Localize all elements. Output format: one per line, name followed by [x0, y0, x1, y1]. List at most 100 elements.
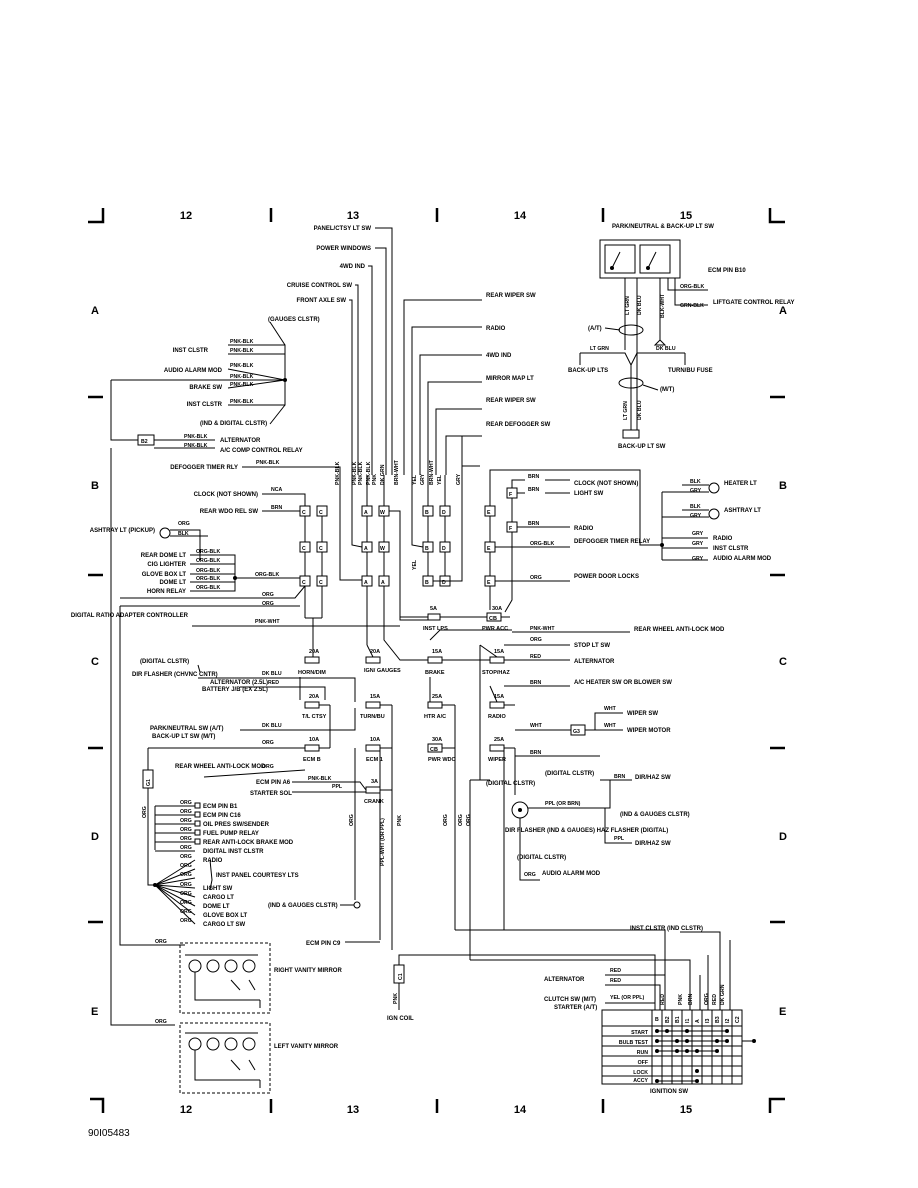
svg-text:RED: RED: [610, 968, 621, 974]
svg-text:C: C: [319, 546, 323, 552]
lamp-icon: [224, 959, 238, 973]
svg-text:GRY: GRY: [456, 473, 462, 485]
audio-alarm-mod-label: AUDIO ALARM MOD: [713, 556, 772, 562]
svg-text:ORG: ORG: [262, 601, 274, 607]
wire-pnk-blk: PNK-BLK: [230, 399, 254, 405]
svg-text:W: W: [380, 546, 385, 552]
svg-text:10A: 10A: [370, 737, 380, 743]
panel-ctsy-lt-sw-label: PANEL/CTSY LT SW: [314, 226, 372, 232]
svg-text:D: D: [442, 546, 446, 552]
rear-defogger-sw-label: REAR DEFOGGER SW: [486, 422, 551, 428]
ign-coil-label: IGN COIL: [387, 1016, 414, 1022]
digital-ratio-adapter-label: DIGITAL RATIO ADAPTER CONTROLLER: [71, 613, 189, 619]
svg-text:ORG-BLK: ORG-BLK: [680, 284, 704, 290]
rear-wdo-rel-sw-label: REAR WDO REL SW: [200, 509, 259, 515]
rear-abs-mod-label: REAR ANTI-LOCK BRAKE MOD: [203, 840, 294, 846]
svg-text:BRN: BRN: [528, 487, 539, 493]
svg-text:PNK-WHT: PNK-WHT: [530, 626, 555, 632]
ac-heater-sw-label: A/C HEATER SW OR BLOWER SW: [574, 680, 672, 686]
svg-text:G1: G1: [146, 779, 152, 786]
backup-light-section: PARK/NEUTRAL & BACK-UP LT SW LT GRN DK B…: [568, 224, 795, 450]
park-neutral-backup-label: PARK/NEUTRAL & BACK-UP LT SW: [612, 224, 714, 230]
svg-text:GRN-BLK: GRN-BLK: [680, 303, 704, 309]
svg-text:BRN-WHT: BRN-WHT: [394, 459, 400, 485]
svg-text:DK BLU: DK BLU: [656, 346, 676, 352]
wire-pnk-blk: PNK-BLK: [230, 363, 254, 369]
fuse-crank: 3A CRANK: [364, 779, 384, 805]
center-connector-group: PNK-BLK PNK-BLK PNK-BLK PNK-BLK PNK DK G…: [335, 299, 662, 645]
svg-text:IGN/ GAUGES: IGN/ GAUGES: [364, 668, 401, 674]
svg-text:DK BLU: DK BLU: [637, 295, 643, 315]
svg-text:C: C: [319, 510, 323, 516]
svg-text:25A: 25A: [494, 737, 504, 743]
svg-text:G3: G3: [573, 729, 580, 735]
fuel-pump-relay-label: FUEL PUMP RELAY: [203, 831, 259, 837]
wire-nca: NCA: [271, 487, 282, 493]
clock-not-shown-label: CLOCK (NOT SHOWN): [574, 481, 638, 487]
svg-text:ORG: ORG: [180, 872, 192, 878]
glove-box-lt-label: GLOVE BOX LT: [142, 572, 187, 578]
left-connector-group: CLOCK (NOT SHOWN) NCA REAR WDO REL SW BR…: [90, 487, 328, 640]
svg-text:C: C: [319, 580, 323, 586]
fuse-pwr-acc: 30A CB PWR ACC: [482, 606, 508, 632]
svg-text:A: A: [695, 1019, 701, 1023]
svg-text:WHT: WHT: [604, 706, 617, 712]
wire-pnk-blk: PNK-BLK: [230, 374, 254, 380]
svg-text:B: B: [425, 580, 429, 586]
svg-text:ORG: ORG: [180, 900, 192, 906]
svg-text:CB: CB: [430, 747, 438, 753]
svg-text:ORG: ORG: [155, 939, 167, 945]
svg-text:RADIO: RADIO: [488, 714, 506, 720]
rear-wheel-abs-label: REAR WHEEL ANTI-LOCK MOD: [634, 627, 725, 633]
liftgate-relay-label: LIFTGATE CONTROL RELAY: [713, 300, 795, 306]
digital-clstr-label: (DIGITAL CLSTR): [545, 771, 594, 777]
svg-text:ORG: ORG: [466, 814, 472, 826]
svg-text:ORG: ORG: [443, 814, 449, 826]
svg-text:B2: B2: [665, 1016, 671, 1023]
backup-lt-sw-mt-label: BACK-UP LT SW (M/T): [152, 734, 215, 740]
svg-text:I3: I3: [705, 1019, 711, 1023]
svg-text:20A: 20A: [309, 694, 319, 700]
power-windows-label: POWER WINDOWS: [316, 246, 371, 252]
clutch-sw-label: CLUTCH SW (M/T): [544, 997, 596, 1003]
ign-pos-run: RUN: [637, 1050, 648, 1056]
svg-text:C2: C2: [735, 1016, 741, 1023]
mt-label: (M/T): [660, 387, 674, 393]
ecm-pin-c9-label: ECM PIN C9: [306, 941, 341, 947]
ign-pos-bulb-test: BULB TEST: [619, 1040, 649, 1046]
turn-bu-fuse-label: TURN/BU FUSE: [668, 368, 713, 374]
svg-text:C1: C1: [398, 973, 404, 980]
svg-text:DK GRN: DK GRN: [720, 984, 726, 1005]
svg-text:ORG-BLK: ORG-BLK: [196, 549, 220, 555]
alternator-label: ALTERNATOR: [220, 438, 261, 444]
svg-text:25A: 25A: [432, 694, 442, 700]
svg-text:PNK: PNK: [397, 815, 403, 826]
oil-pres-sw-label: OIL PRES SW/SENDER: [203, 822, 270, 828]
alternator-label: ALTERNATOR: [544, 977, 585, 983]
svg-text:GRY: GRY: [690, 513, 702, 519]
svg-text:PPL: PPL: [332, 784, 343, 790]
svg-text:WHT: WHT: [530, 723, 543, 729]
svg-text:PNK-BLK: PNK-BLK: [352, 461, 358, 485]
document-id: 90I05483: [88, 1128, 130, 1139]
svg-text:ORG: ORG: [262, 740, 274, 746]
svg-text:GRY: GRY: [692, 556, 704, 562]
mirror-map-lt-label: MIRROR MAP LT: [486, 376, 534, 382]
fuse-stop-haz: 15A STOP/HAZ: [482, 649, 510, 676]
digital-clstr-2-label: (DIGITAL CLSTR): [517, 855, 566, 861]
column-label: 12: [180, 1104, 192, 1116]
wire-pnk-blk: PNK-BLK: [184, 443, 208, 449]
row-label: A: [779, 305, 787, 317]
gauges-clstr-label: (GAUGES CLSTR): [268, 317, 320, 323]
svg-text:ORG: ORG: [704, 993, 710, 1005]
wire-brn: BRN: [271, 505, 282, 511]
svg-text:BLK-WHT: BLK-WHT: [660, 293, 666, 318]
ecm-pin-a6-label: ECM PIN A6: [256, 780, 291, 786]
svg-text:BRN-WHT: BRN-WHT: [429, 459, 435, 485]
frame-marks: [88, 208, 785, 1113]
backup-lts-label: BACK-UP LTS: [568, 368, 608, 374]
svg-text:WIPER: WIPER: [488, 757, 506, 763]
svg-text:PPL: PPL: [614, 836, 625, 842]
svg-text:YEL (OR PPL): YEL (OR PPL): [610, 995, 644, 1001]
svg-text:I2: I2: [725, 1019, 731, 1023]
